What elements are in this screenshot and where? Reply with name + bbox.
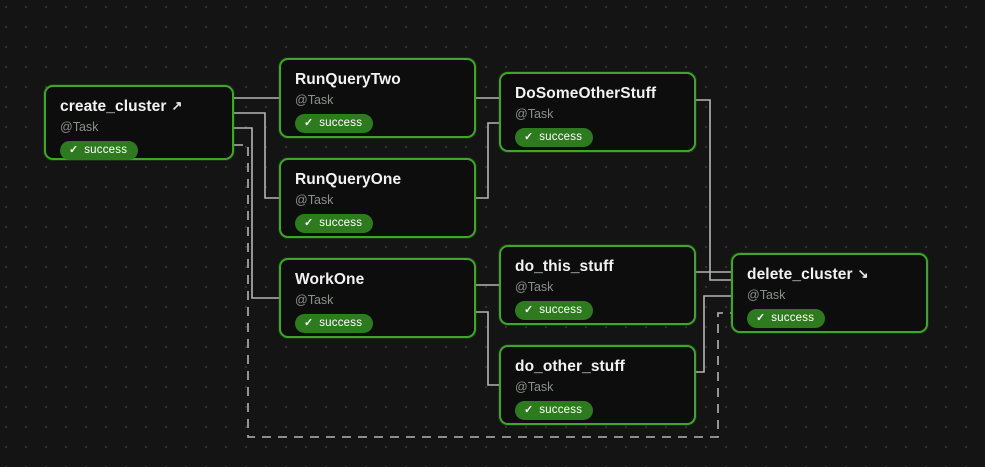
node-subtitle: @Task [515,280,554,294]
status-badge: ✓ success [295,214,374,233]
node-do_other_stuff[interactable]: do_other_stuff @Task ✓ success [499,345,696,425]
node-do_this_stuff[interactable]: do_this_stuff @Task ✓ success [499,245,696,325]
status-badge: ✓ success [515,301,594,320]
status-badge: ✓ success [295,314,374,333]
status-label: success [319,316,363,329]
node-title-text: RunQueryOne [295,171,402,188]
status-label: success [539,130,583,143]
node-title: delete_cluster ↘ [747,265,912,284]
node-DoSomeOtherStuff[interactable]: DoSomeOtherStuff @Task ✓ success [499,72,696,152]
check-icon: ✓ [304,117,314,129]
node-RunQueryTwo[interactable]: RunQueryTwo @Task ✓ success [279,58,476,138]
edge-RunQueryOne-DoSomeOtherStuff [476,122,499,199]
arrow-up-right-icon: ↗ [171,98,183,113]
status-badge: ✓ success [515,128,594,147]
node-subtitle: @Task [295,293,334,307]
node-title-text: create_cluster [60,98,167,115]
node-title: do_this_stuff [515,257,680,276]
edge-WorkOne-do_other_stuff [476,311,499,386]
node-title-text: do_this_stuff [515,258,614,275]
node-title-text: DoSomeOtherStuff [515,85,657,102]
edge-create_cluster-WorkOne [234,127,279,299]
node-title-text: do_other_stuff [515,358,625,375]
edge-DoSomeOtherStuff-delete_cluster [696,99,731,281]
node-title: WorkOne [295,270,460,289]
check-icon: ✓ [304,317,314,329]
node-subtitle: @Task [295,193,334,207]
check-icon: ✓ [524,304,534,316]
status-label: success [319,216,363,229]
check-icon: ✓ [524,404,534,416]
node-title: do_other_stuff [515,357,680,376]
status-label: success [84,143,128,156]
node-RunQueryOne[interactable]: RunQueryOne @Task ✓ success [279,158,476,238]
check-icon: ✓ [524,131,534,143]
check-icon: ✓ [756,312,766,324]
edge-create_cluster-RunQueryOne [234,112,279,199]
arrow-down-right-icon: ↘ [857,266,869,281]
node-title: DoSomeOtherStuff [515,84,680,103]
status-badge: ✓ success [295,114,374,133]
status-label: success [539,403,583,416]
status-badge: ✓ success [747,309,826,328]
edge-do_other_stuff-delete_cluster [696,295,731,373]
check-icon: ✓ [69,144,79,156]
node-WorkOne[interactable]: WorkOne @Task ✓ success [279,258,476,338]
status-label: success [539,303,583,316]
status-badge: ✓ success [60,141,139,160]
node-title-text: delete_cluster [747,266,853,283]
node-subtitle: @Task [60,120,99,134]
node-title-text: WorkOne [295,271,365,288]
node-title: RunQueryOne [295,170,460,189]
node-create_cluster[interactable]: create_cluster ↗ @Task ✓ success [44,85,234,160]
node-subtitle: @Task [515,107,554,121]
node-title-text: RunQueryTwo [295,71,401,88]
status-badge: ✓ success [515,401,594,420]
check-icon: ✓ [304,217,314,229]
node-title: RunQueryTwo [295,70,460,89]
status-label: success [319,116,363,129]
status-label: success [771,311,815,324]
node-subtitle: @Task [747,288,786,302]
node-subtitle: @Task [515,380,554,394]
node-title: create_cluster ↗ [60,97,218,116]
node-delete_cluster[interactable]: delete_cluster ↘ @Task ✓ success [731,253,928,333]
node-subtitle: @Task [295,93,334,107]
